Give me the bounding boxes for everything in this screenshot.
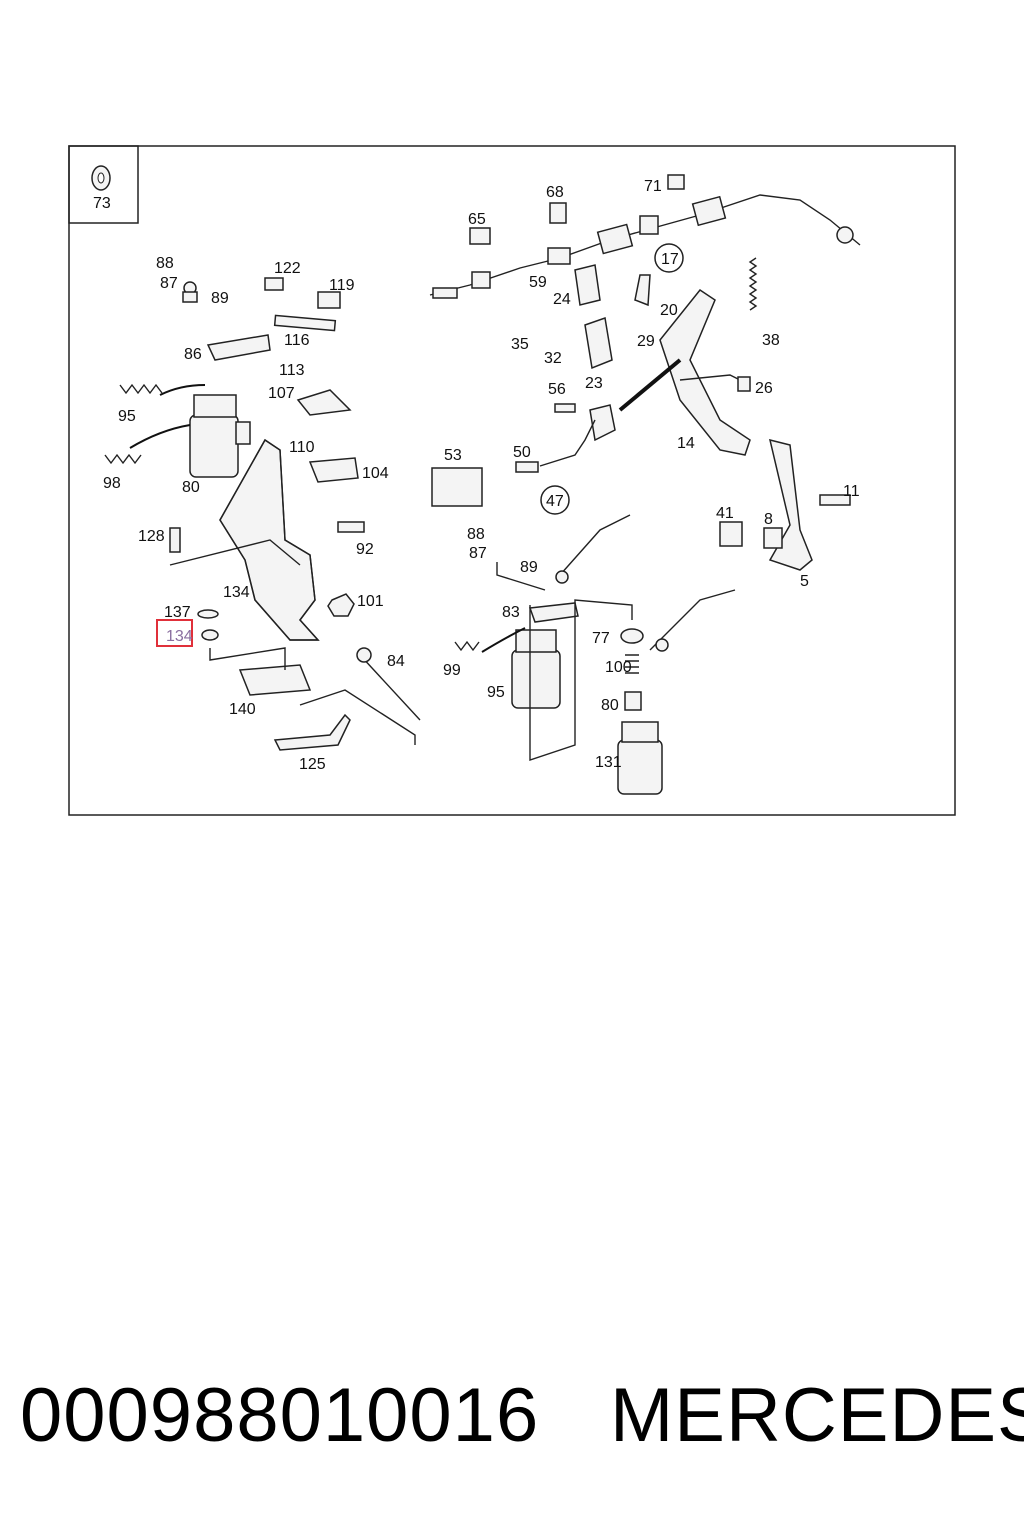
callout-14: 14 [677, 435, 695, 452]
bushing-41 [719, 521, 743, 547]
callout-98: 98 [103, 475, 121, 492]
callout-47: 47 [546, 493, 564, 510]
part-59 [471, 271, 491, 289]
callout-104: 104 [362, 465, 389, 482]
sensor-50 [515, 461, 539, 473]
callout-137: 137 [164, 604, 191, 621]
cap-100 [620, 628, 644, 644]
actuator-80-mid [511, 649, 561, 709]
ref-circle-17 [654, 243, 684, 273]
bolt-92 [337, 521, 365, 533]
callout-84: 80 [601, 697, 619, 714]
inset-box [68, 145, 139, 224]
callout-86: 86 [184, 346, 202, 363]
callout-92: 92 [356, 541, 374, 558]
part-8 [763, 527, 783, 549]
callout-80b: 95 [487, 684, 505, 701]
nut-101 [327, 593, 355, 617]
callout-89: 89 [211, 290, 229, 307]
spring-38 [748, 257, 758, 311]
callout-110: 110 [289, 439, 315, 456]
callout-11: 11 [843, 483, 860, 500]
callout-59: 59 [529, 274, 547, 291]
callout-29: 29 [637, 333, 655, 350]
part-65 [469, 227, 491, 245]
highlight-box [156, 619, 193, 647]
callout-125: 140 [229, 701, 256, 718]
callout-73: 73 [93, 195, 111, 212]
footer: 000988010016 MERCEDES [0, 1372, 1024, 1472]
callout-17: 17 [661, 251, 679, 268]
bolt-128 [169, 527, 181, 553]
callout-41: 41 [716, 505, 734, 522]
callout-80c: 131 [595, 754, 622, 771]
callout-71: 71 [644, 178, 662, 195]
callout-68: 68 [546, 184, 564, 201]
ref-circle-47 [540, 485, 570, 515]
callout-35: 35 [511, 336, 529, 353]
part-68 [549, 202, 567, 224]
bolt-11 [819, 494, 851, 506]
callout-labels: 73 65 68 71 17 20 59 24 122 119 88 87 89… [93, 178, 860, 773]
part-number: 000988010016 [20, 1373, 540, 1458]
brand-name: MERCEDES [610, 1373, 1024, 1458]
callout-100: 77 [592, 630, 610, 647]
callout-95b: 99 [443, 662, 461, 679]
callout-101: 101 [357, 593, 384, 610]
part-84 [624, 691, 642, 711]
bolt-56 [554, 403, 576, 413]
callout-88: 88 [156, 255, 174, 272]
callout-8: 8 [764, 511, 773, 528]
callout-128: 128 [138, 528, 165, 545]
callout-107: 107 [268, 385, 295, 402]
clip-26 [737, 376, 751, 392]
washer-134 [201, 629, 219, 641]
callout-131: 125 [299, 756, 326, 773]
callout-87: 87 [160, 275, 178, 292]
callout-26: 26 [755, 380, 773, 397]
callout-56: 56 [548, 381, 566, 398]
callout-99: 100 [605, 659, 632, 676]
callout-113: 113 [279, 362, 305, 379]
callout-50: 50 [513, 444, 531, 461]
callout-80: 80 [182, 479, 200, 496]
callout-20: 20 [660, 302, 678, 319]
callout-32: 32 [544, 350, 562, 367]
callout-65: 65 [468, 211, 486, 228]
left-actuator [189, 394, 251, 478]
parts-diagram: 73 65 68 71 17 20 59 24 122 119 88 87 89… [68, 145, 956, 816]
diagram-frame [68, 145, 956, 816]
callout-53: 53 [444, 447, 462, 464]
callout-87b: 87 [469, 545, 487, 562]
callout-89b: 89 [520, 559, 538, 576]
clip-137 [197, 609, 219, 619]
callout-119: 119 [329, 277, 355, 294]
callout-24: 24 [553, 291, 571, 308]
callout-116: 116 [284, 332, 310, 349]
callout-83: 83 [502, 604, 520, 621]
part-71 [667, 174, 685, 190]
pedal-assembly [574, 264, 813, 571]
callout-122: 122 [274, 260, 301, 277]
callout-38: 38 [762, 332, 780, 349]
callout-5: 5 [800, 573, 809, 590]
callout-77: 134 [223, 584, 250, 601]
callout-95: 95 [118, 408, 136, 425]
throttle-cable [429, 194, 861, 299]
callout-140: 84 [387, 653, 405, 670]
relay-53 [431, 467, 483, 507]
callout-134-highlighted: 134 [166, 628, 193, 645]
callout-88b: 88 [467, 526, 485, 543]
callout-23: 23 [585, 375, 603, 392]
actuator-80-bottom [617, 739, 663, 795]
